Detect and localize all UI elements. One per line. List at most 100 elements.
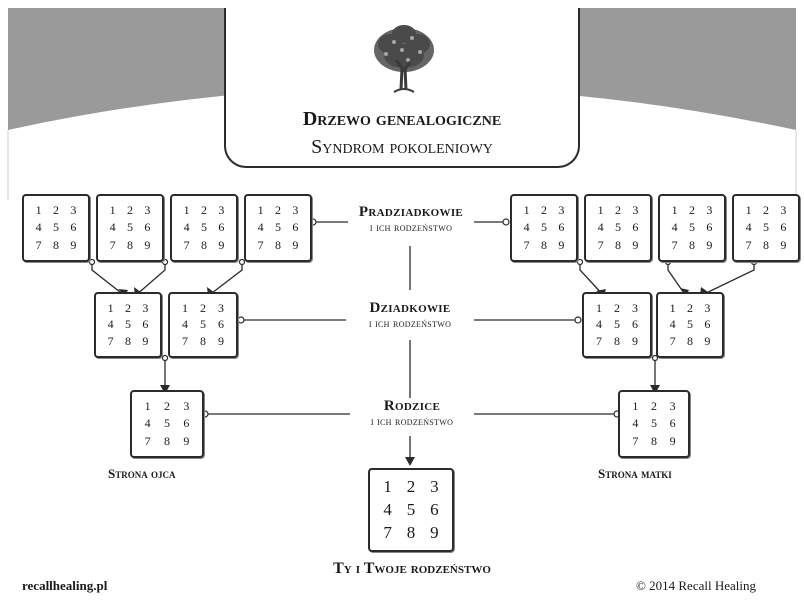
grid-number: 8 [614,334,620,349]
grid-number: 9 [144,237,151,252]
grid-number: 5 [274,220,281,235]
grid-number: 4 [671,220,678,235]
grid-number: 7 [523,237,530,252]
footer-website: recallhealing.pl [22,578,108,593]
level-subtitle: i ich rodzeństwo [369,220,453,235]
grid-number: 1 [597,203,604,218]
grid-number: 1 [182,300,188,315]
grid-number: 3 [430,477,439,497]
grid-number: 5 [406,499,416,519]
grid-number: 1 [745,203,752,218]
grid-number: 3 [632,203,639,218]
grid-number: 2 [762,203,769,218]
grid-number: 1 [383,477,392,497]
grid-number: 9 [183,433,190,448]
diagram-subtitle: Syndrom pokoleniowy [311,136,493,158]
grid-number: 2 [163,399,170,414]
grid-number: 7 [745,237,752,252]
grid-number: 1 [669,300,676,315]
level-subtitle: i ich rodzeństwo [370,414,454,429]
grid-number: 3 [218,203,225,218]
level-grandparents: Dziadkowie i ich rodzeństwo [346,300,474,332]
grid-number: 9 [142,334,149,349]
grid-number: 4 [596,317,602,332]
grid-number: 6 [218,317,224,332]
grid-number: 2 [124,300,131,315]
grid-number: 7 [671,237,678,252]
grid-number: 3 [218,300,224,315]
grid-number: 2 [686,300,693,315]
grid-number: 2 [200,300,206,315]
grid-number: 8 [163,433,170,448]
grid-number: 5 [52,220,59,235]
grid-number: 6 [70,220,77,235]
grid-number: 5 [200,220,207,235]
grid-number: 4 [745,220,752,235]
grid-number: 9 [780,237,787,252]
grid-number: 4 [257,220,264,235]
grid-number: 4 [107,317,114,332]
grid-number: 6 [669,416,676,431]
grid-number: 8 [200,237,207,252]
grid-number: 8 [650,433,657,448]
grid-number: 9 [218,237,225,252]
grid-number: 4 [383,499,392,519]
grid-number: 9 [218,334,224,349]
grid-number: 5 [762,220,769,235]
grid-number: 9 [704,334,711,349]
grid-number: 6 [144,220,151,235]
grid-number: 8 [200,334,206,349]
grid-number: 3 [183,399,190,414]
grid-number: 9 [558,237,565,252]
grid-number: 1 [35,203,42,218]
grid-number: 6 [292,220,299,235]
grid-number: 4 [109,220,116,235]
grid-number: 6 [780,220,787,235]
grid-number: 5 [686,317,693,332]
grid-number: 1 [671,203,678,218]
grid-number: 2 [540,203,547,218]
grid-number: 7 [669,334,676,349]
grid-number: 7 [109,237,116,252]
level-title: Pradziadkowie [358,204,464,220]
grid-number: 7 [596,334,602,349]
grid-number: 1 [109,203,116,218]
title-panel: Drzewo genealogiczne Syndrom pokoleniowy [224,8,580,168]
grid-number: 8 [614,237,621,252]
grid-number: 2 [406,477,416,497]
level-title: Rodzice [383,398,441,414]
grid-number: 4 [632,416,639,431]
grid-number: 2 [52,203,59,218]
grid-number: 6 [183,416,190,431]
tree-icon [374,25,434,93]
diagram-title: Drzewo genealogiczne [302,108,502,130]
grid-number: 2 [688,203,695,218]
grid-number: 6 [706,220,713,235]
grid-number: 1 [144,399,151,414]
grid-number: 4 [523,220,530,235]
grid-number: 5 [126,220,133,235]
grid-number: 6 [218,220,225,235]
grid-number: 4 [35,220,42,235]
level-parents: Rodzice i ich rodzeństwo [350,398,474,430]
grid-number: 1 [523,203,530,218]
grid-number: 3 [558,203,565,218]
grid-number: 5 [614,220,621,235]
grid-number: 7 [107,334,114,349]
